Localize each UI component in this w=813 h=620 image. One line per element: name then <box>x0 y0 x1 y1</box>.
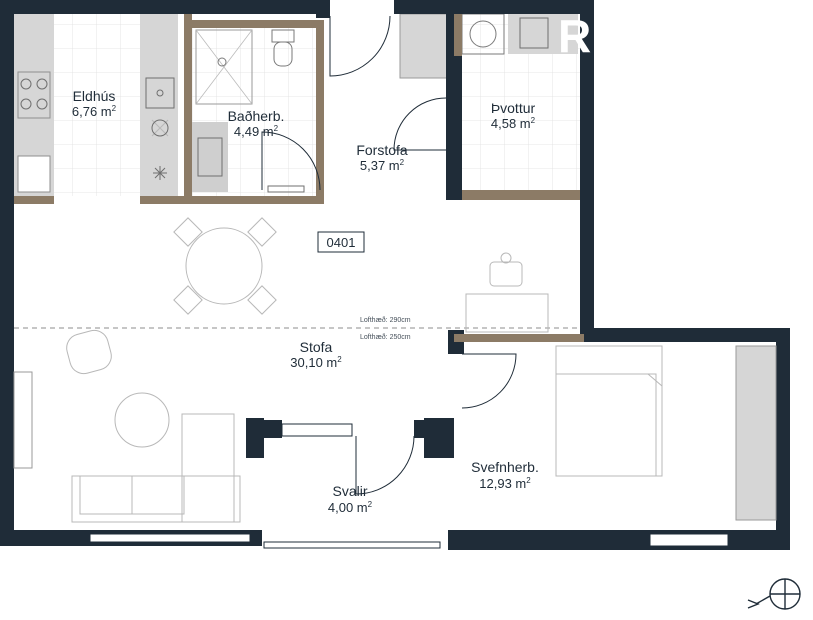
kitchen-sink-icon <box>145 77 175 109</box>
room-area-svalir: 4,00 m2 <box>328 500 373 515</box>
stove-burner-icon <box>20 78 32 90</box>
window-stofa <box>89 533 251 543</box>
walls <box>0 0 790 550</box>
balcony-floor <box>262 418 438 546</box>
side-table <box>465 252 549 333</box>
window-left <box>13 371 33 469</box>
compass-north-icon <box>747 578 801 610</box>
armchair <box>66 329 112 375</box>
interior-walls <box>14 14 584 342</box>
window-bedroom <box>649 533 729 547</box>
balcony-railing <box>263 541 441 549</box>
ceiling-height-upper: Lofthæð: 290cm <box>360 316 411 324</box>
shower-area <box>195 29 253 105</box>
sofa <box>71 413 241 523</box>
storage-cabinet <box>399 13 451 79</box>
room-area-stofa: 30,10 m2 <box>290 355 342 370</box>
bathroom-door <box>261 131 321 191</box>
room-label-svalir: Svalir <box>332 483 367 499</box>
room-label-stofa: Stofa <box>300 339 333 355</box>
room-label-badherb: Baðherb. <box>228 108 285 124</box>
wardrobe <box>735 345 777 521</box>
unit-number-box <box>317 231 365 253</box>
bathroom-vanity <box>192 122 228 192</box>
entry-door <box>329 15 391 77</box>
room-area-badherb: 4,49 m2 <box>234 124 279 139</box>
laundry-door <box>393 97 447 151</box>
bedroom-door <box>461 353 517 409</box>
bed <box>555 345 663 477</box>
balcony-door <box>355 435 415 495</box>
room-area-eldhus: 6,76 m2 <box>72 104 117 119</box>
ceiling-height-lower: Lofthæð: 250cm <box>360 333 411 341</box>
room-label-eldhus: Eldhús <box>73 88 116 104</box>
room-label-thvottur: Þvottur <box>491 100 536 116</box>
room-area-thvottur: 4,58 m2 <box>491 116 536 131</box>
towel-rail <box>267 185 305 193</box>
dining-set <box>173 217 277 315</box>
coffee-table <box>114 392 170 448</box>
room-label-forstofa: Forstofa <box>356 142 408 158</box>
room-area-svefnherb: 12,93 m2 <box>479 476 531 491</box>
room-label-svefnherb: Svefnherb. <box>471 459 539 475</box>
balcony-door-frame <box>281 423 353 437</box>
unit-number: 0401 <box>327 235 356 250</box>
room-area-forstofa: 5,37 m2 <box>360 158 405 173</box>
brand-logo: R <box>558 10 591 62</box>
